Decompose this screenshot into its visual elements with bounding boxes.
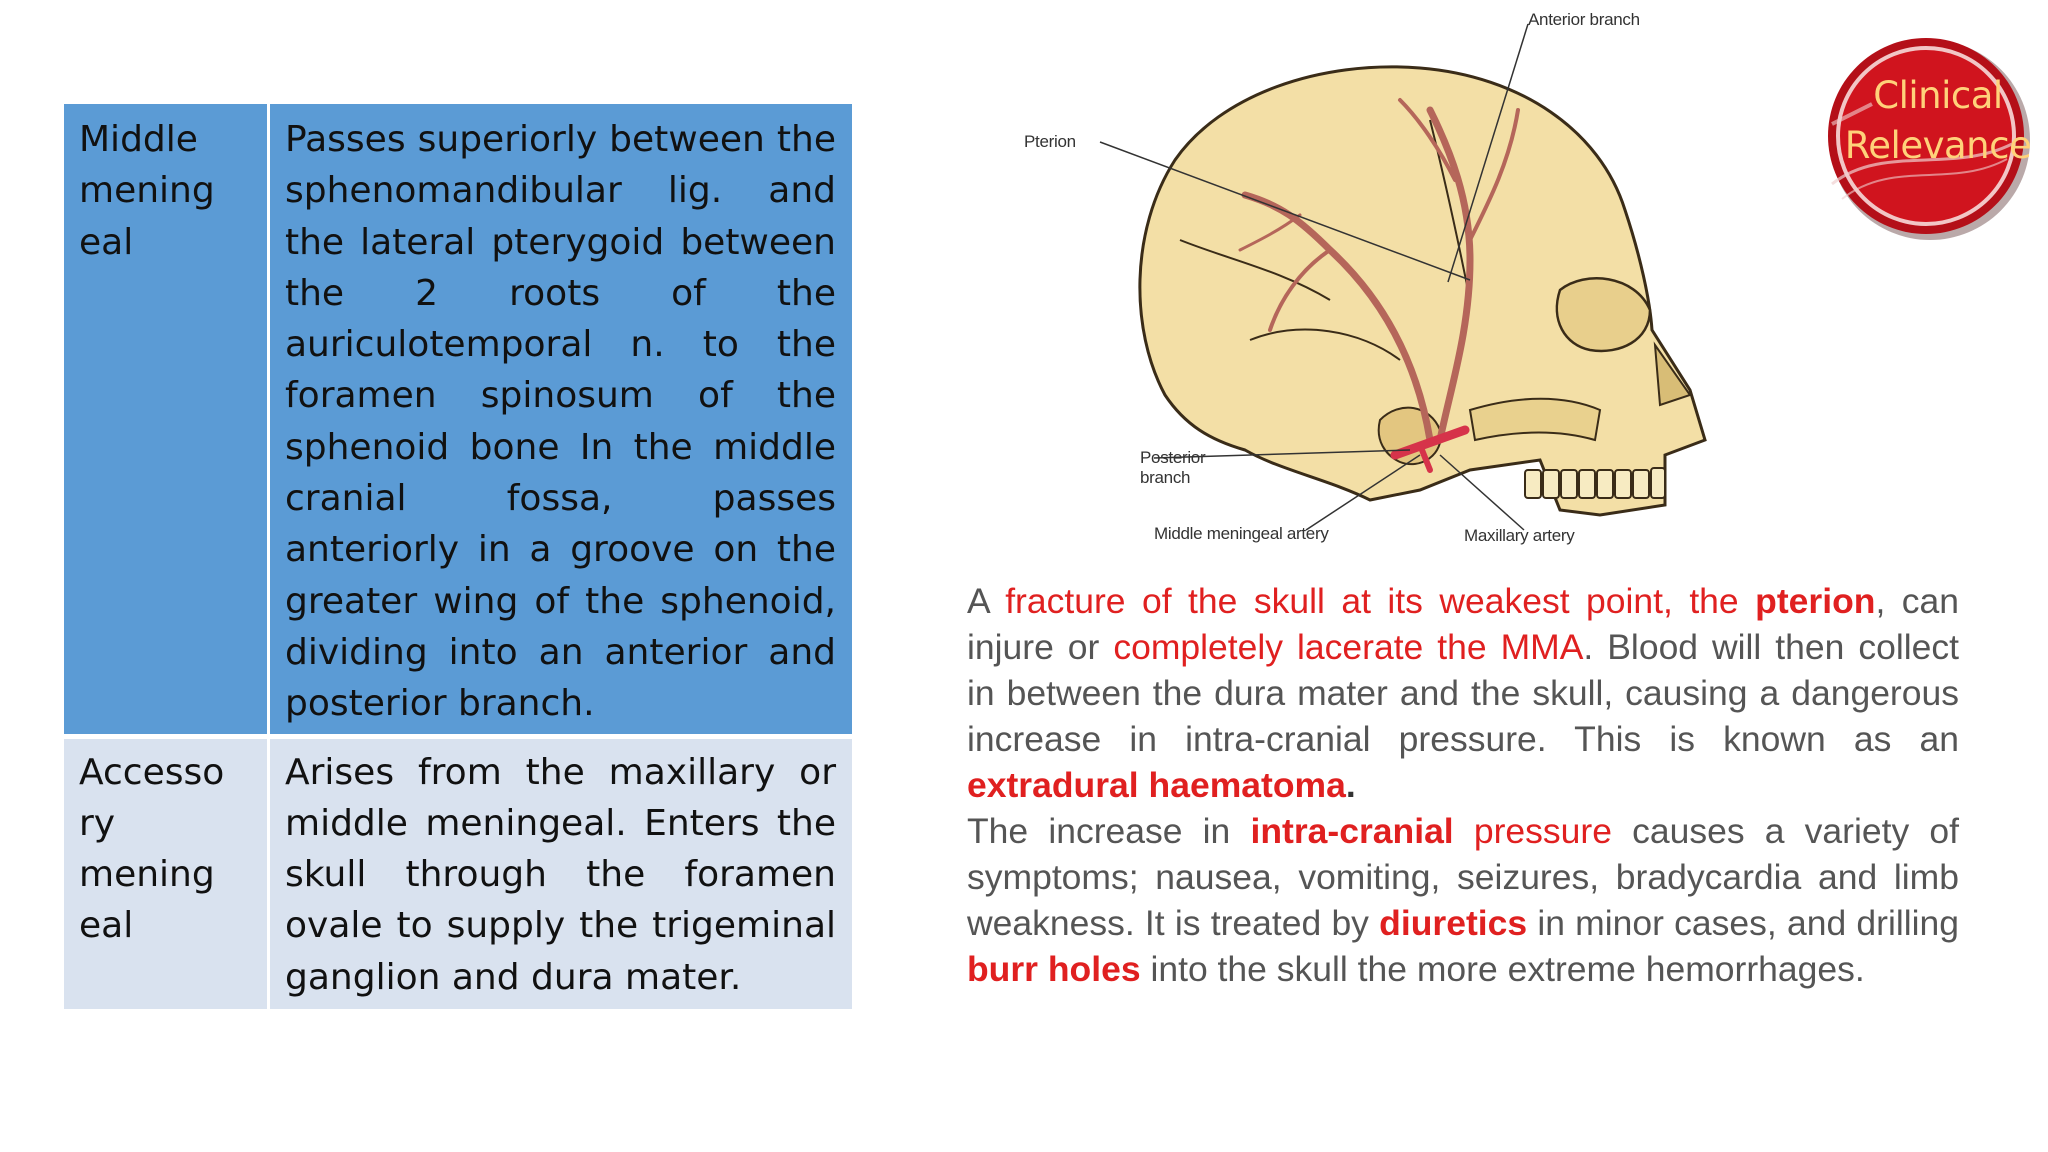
badge-circle: [1828, 38, 2030, 240]
text-run: causes a variety of symptoms; nausea, vo…: [967, 811, 1960, 943]
label-posterior-line2: branch: [1140, 468, 1191, 487]
teeth: [1524, 467, 1666, 499]
text-run: .: [1345, 765, 1356, 805]
text-run: into the skull the more extreme hemorrha…: [1140, 949, 1865, 989]
leader-lines: [1099, 23, 1529, 531]
nasal-shape: [1653, 341, 1692, 407]
text-run: [1454, 811, 1474, 851]
highlight-run: completely lacerate the MMA: [1113, 627, 1584, 667]
label-maxillary-artery: Maxillary artery: [1464, 526, 1575, 545]
highlight-bold-run: extradural haematoma: [967, 765, 1346, 805]
orbit-shape: [1555, 277, 1652, 353]
artery-table: Middle mening eal Passes superiorly betw…: [64, 104, 852, 1010]
label-posterior-branch: Posterior branch: [1140, 448, 1206, 488]
label-anterior-branch: Anterior branch: [1528, 10, 1640, 29]
text-run: The increase in: [967, 811, 1251, 851]
artery-name-cell: Accesso ry mening eal: [64, 733, 270, 1010]
highlight-run: pressure: [1473, 811, 1612, 851]
label-posterior-line1: Posterior: [1140, 448, 1206, 467]
table-row: Accesso ry mening eal Arises from the ma…: [64, 733, 852, 1010]
artery-name-cell: Middle mening eal: [64, 104, 270, 734]
highlight-bold-run: burr holes: [967, 949, 1141, 989]
artery-table-grid: Middle mening eal Passes superiorly betw…: [64, 104, 852, 1010]
badge-line2: Relevance: [1844, 124, 2032, 167]
artery-description-cell: Passes superiorly between the sphenomand…: [270, 104, 852, 734]
text-run: . Blood will then collect in between the…: [967, 627, 1959, 759]
clinical-relevance-badge: [1802, 34, 2048, 248]
text-run: A: [967, 581, 1006, 621]
highlight-bold-run: pterion: [1755, 581, 1876, 621]
label-middle-meningeal-artery: Middle meningeal artery: [1154, 524, 1329, 543]
skull-drawing: [1099, 23, 1707, 531]
highlight-run: fracture of the skull at its weakest poi…: [1005, 581, 1756, 621]
paragraph-2: The increase in intra-cranial pressure c…: [967, 808, 1959, 992]
text-run: [1527, 903, 1537, 943]
text-run: , can injure or: [967, 581, 1960, 667]
skull-illustration: Anterior branch Pterion Posterior branch…: [1000, 0, 1720, 580]
table-row: Middle mening eal Passes superiorly betw…: [64, 104, 852, 734]
text-run: in minor cases, and drilling: [1537, 903, 1960, 943]
highlight-bold-run: diuretics: [1379, 903, 1528, 943]
badge-line1: Clinical: [1873, 74, 2003, 117]
label-pterion: Pterion: [1024, 132, 1076, 151]
paragraph-1: A fracture of the skull at its weakest p…: [967, 578, 1959, 808]
zygomatic-shape: [1468, 397, 1602, 442]
artery-description-cell: Arises from the maxillary or middle meni…: [270, 733, 852, 1010]
highlight-bold-run: intra-cranial: [1250, 811, 1454, 851]
clinical-paragraph: A fracture of the skull at its weakest p…: [967, 578, 1959, 992]
